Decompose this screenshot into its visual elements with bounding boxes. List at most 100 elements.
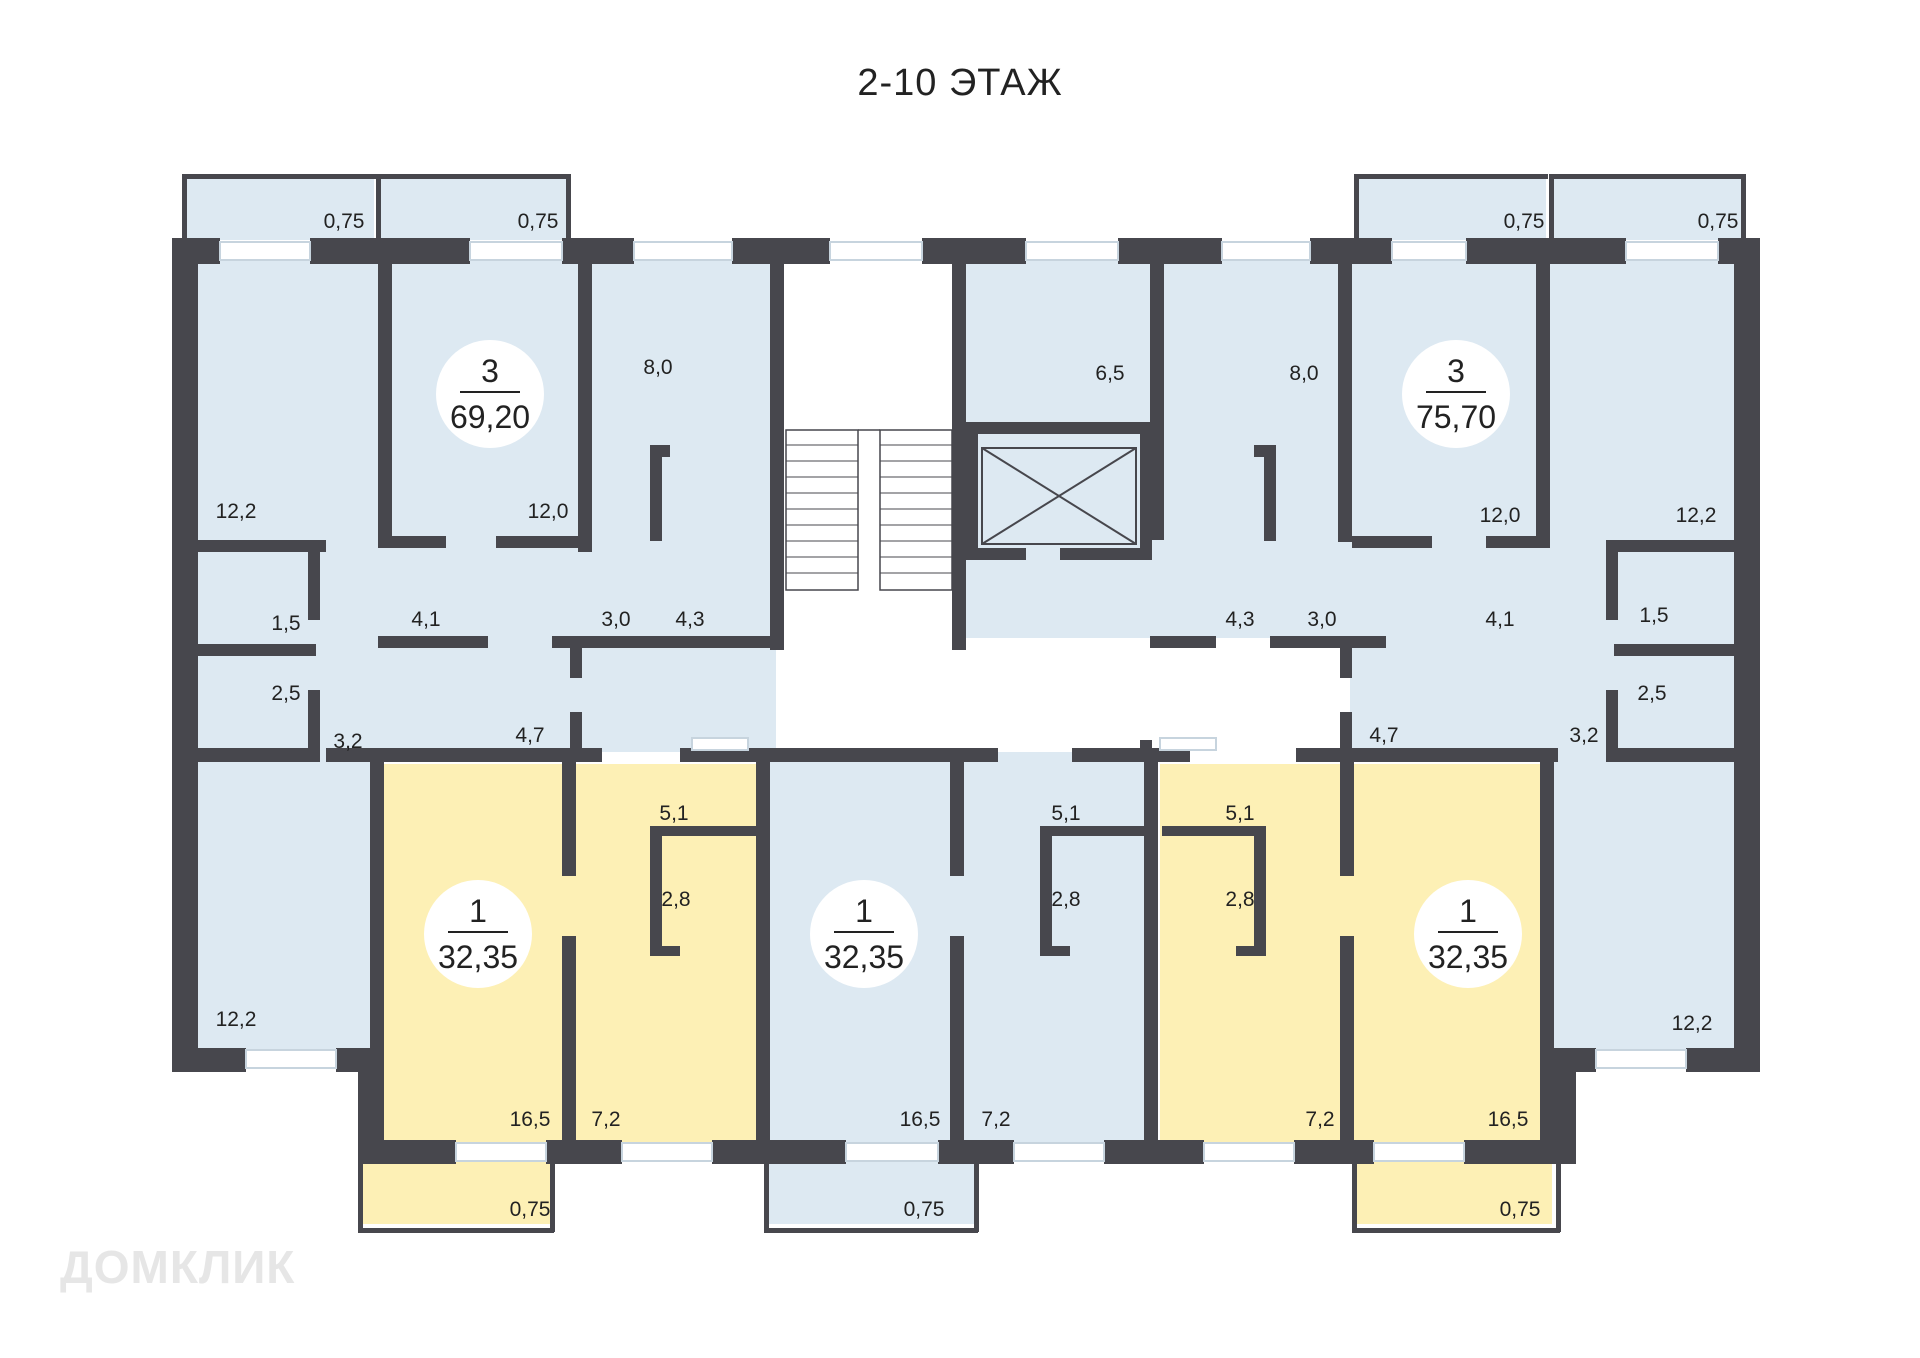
wall	[952, 262, 966, 650]
wall	[182, 174, 376, 179]
wall	[732, 238, 830, 264]
room-area-label: 6,5	[1095, 362, 1124, 385]
room-area-label: 5,1	[1225, 802, 1254, 825]
wall	[546, 1140, 622, 1164]
room-area-label: 0,75	[510, 1198, 551, 1221]
room-area-label: 16,5	[510, 1108, 551, 1131]
room-area-label: 4,7	[515, 724, 544, 747]
window	[845, 1142, 939, 1162]
badge-circle	[424, 880, 532, 988]
room-area-label: 12,2	[216, 500, 257, 523]
room-area-label: 4,7	[1369, 724, 1398, 747]
wall	[1338, 262, 1352, 542]
wall	[1340, 712, 1352, 752]
wall	[377, 174, 571, 179]
wall	[966, 422, 1152, 434]
room-area-label: 0,75	[1500, 1198, 1541, 1221]
room-area-label: 0,75	[324, 210, 365, 233]
wall	[308, 540, 320, 620]
room-area-label: 0,75	[1698, 210, 1739, 233]
room-area-label: 4,1	[1485, 608, 1514, 631]
wall	[1354, 174, 1359, 240]
window	[219, 241, 311, 261]
room-area-label: 3,0	[1307, 608, 1336, 631]
floor-title: 2-10 ЭТАЖ	[857, 62, 1063, 104]
room-area-label: 5,1	[659, 802, 688, 825]
wall	[570, 636, 582, 678]
room-area-label: 0,75	[904, 1198, 945, 1221]
wall	[770, 262, 784, 650]
wall	[1150, 636, 1216, 648]
wall	[1354, 174, 1548, 179]
window	[1025, 241, 1119, 261]
room-area-label: 1,5	[271, 612, 300, 635]
balcony	[1356, 178, 1546, 240]
wall	[1614, 748, 1746, 762]
wall	[376, 174, 381, 240]
wall	[1606, 540, 1618, 620]
window	[633, 241, 733, 261]
wall	[570, 712, 582, 752]
stair-steps	[786, 444, 952, 574]
apartment-badge: 132,35	[810, 880, 918, 988]
wall	[1254, 445, 1276, 457]
wall	[1340, 636, 1352, 678]
apartment-area: 32,35	[824, 939, 904, 975]
wall	[196, 540, 326, 552]
room	[184, 752, 376, 1052]
wall	[1072, 748, 1156, 762]
room-area-label: 8,0	[643, 356, 672, 379]
room-area-label: 1,5	[1639, 604, 1668, 627]
room-count: 3	[481, 353, 499, 389]
room-area-label: 2,8	[1225, 888, 1254, 911]
wall	[1046, 826, 1146, 836]
wall	[650, 445, 670, 457]
room-count: 1	[855, 893, 873, 929]
wall	[712, 1140, 846, 1164]
apartment-badge: 369,20	[436, 340, 544, 448]
room-area-label: 2,5	[1637, 682, 1666, 705]
wall	[1352, 1228, 1560, 1233]
wall	[1340, 936, 1354, 1148]
wall	[1741, 174, 1746, 240]
window	[455, 1142, 547, 1162]
room-area-label: 12,2	[1672, 1012, 1713, 1035]
wall	[1340, 756, 1354, 876]
apartment-area: 32,35	[1428, 939, 1508, 975]
wall	[358, 1160, 363, 1232]
wall	[1150, 310, 1160, 326]
apartment-badge: 375,70	[1402, 340, 1510, 448]
window	[1159, 737, 1217, 751]
watermark: ДОМКЛИК	[60, 1241, 296, 1293]
badge-circle	[1402, 340, 1510, 448]
window	[1625, 241, 1719, 261]
wall	[922, 238, 1026, 264]
wall	[358, 1140, 456, 1164]
wall	[370, 756, 384, 1140]
room-area-label: 0,75	[1504, 210, 1545, 233]
room-area-label: 3,0	[601, 608, 630, 631]
room-area-label: 3,2	[1569, 724, 1598, 747]
room-area-label: 4,3	[1225, 608, 1254, 631]
wall	[1686, 1048, 1760, 1072]
wall	[550, 1160, 555, 1232]
room-count: 3	[1447, 353, 1465, 389]
window	[829, 241, 923, 261]
wall	[966, 422, 978, 560]
window	[245, 1049, 337, 1069]
room-area-label: 0,75	[518, 210, 559, 233]
walls	[172, 174, 1760, 1233]
window	[1373, 1142, 1465, 1162]
window	[1221, 241, 1311, 261]
room-count: 1	[1459, 893, 1477, 929]
wall	[1140, 422, 1152, 560]
wall	[950, 756, 964, 876]
wall	[1270, 636, 1386, 648]
wall	[196, 644, 316, 656]
room	[184, 248, 776, 752]
room-area-label: 12,0	[528, 500, 569, 523]
wall	[1162, 826, 1254, 836]
room-area-label: 12,2	[1676, 504, 1717, 527]
room-area-label: 7,2	[981, 1108, 1010, 1131]
